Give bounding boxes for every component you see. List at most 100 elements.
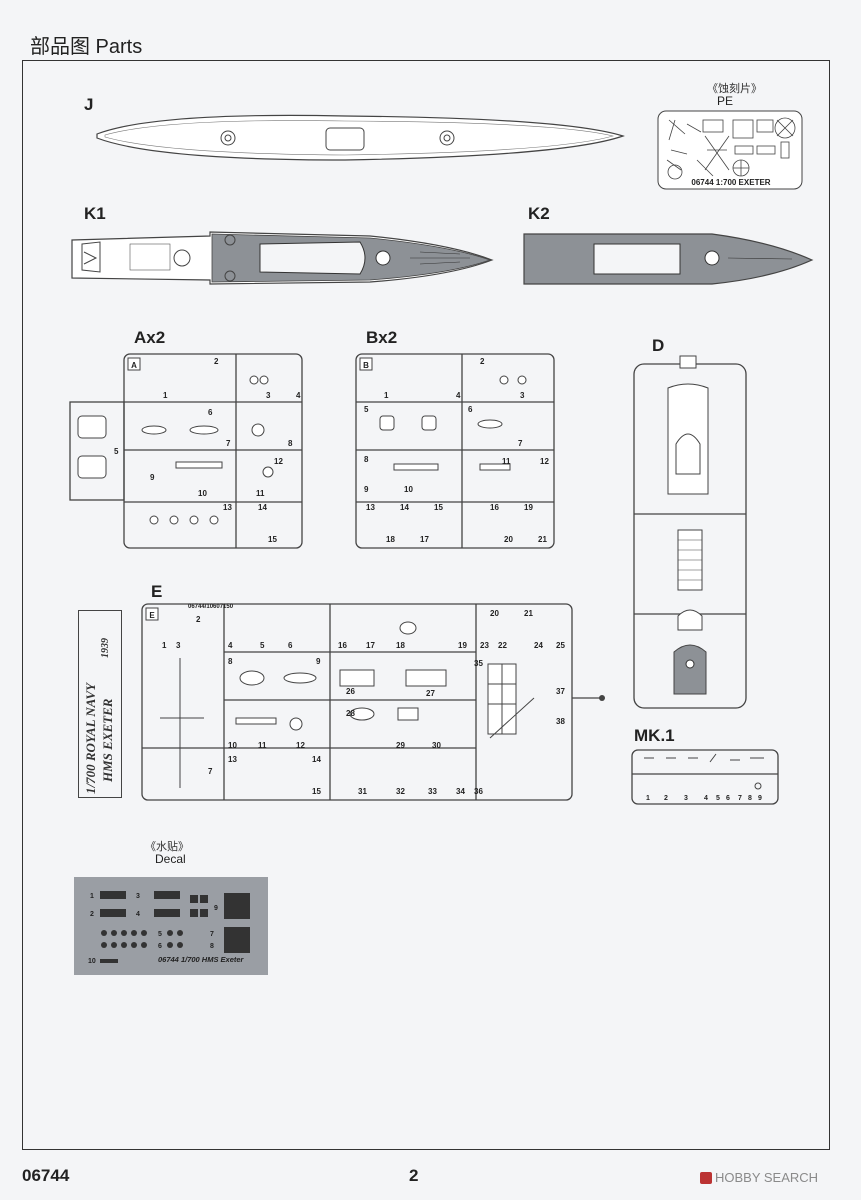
sprue-e-num-35: 35 xyxy=(474,659,483,668)
sprue-a-num-7: 7 xyxy=(226,439,231,448)
watermark: HOBBY SEARCH xyxy=(700,1170,818,1185)
sprue-b-num-14: 14 xyxy=(400,503,409,512)
sprue-b-num-21: 21 xyxy=(538,535,547,544)
sprue-a-num-2: 2 xyxy=(214,357,219,366)
sprue-b-num-15: 15 xyxy=(434,503,443,512)
sprue-e-num-22: 22 xyxy=(498,641,507,650)
mk1-num-1: 1 xyxy=(646,795,650,802)
part-j-hull xyxy=(96,114,625,161)
sprue-a-num-5: 5 xyxy=(114,447,119,456)
sprue-a-num-14: 14 xyxy=(258,503,267,512)
sprue-e-num-15: 15 xyxy=(312,787,321,796)
pe-label-cn: 《蚀刻片》 xyxy=(707,83,762,95)
sprue-a-num-9: 9 xyxy=(150,473,155,482)
part-mk1-label: MK.1 xyxy=(634,726,675,745)
mk1-num-3: 3 xyxy=(684,795,688,802)
e-logo-line1: 1/700 ROYAL NAVY xyxy=(83,683,98,794)
sprue-e-num-36: 36 xyxy=(474,787,483,796)
sprue-e-num-1: 1 xyxy=(162,641,167,650)
mk1-num-6: 6 xyxy=(726,795,730,802)
e-logo-year: 1939 xyxy=(100,638,111,658)
sprue-a-num-8: 8 xyxy=(288,439,293,448)
part-e-label: E xyxy=(151,582,163,601)
sprue-b-num-17: 17 xyxy=(420,535,429,544)
sprue-e-num-19: 19 xyxy=(458,641,467,650)
pe-label: PE xyxy=(717,94,734,108)
mk1-num-8: 8 xyxy=(748,795,752,802)
sprue-e-num-17: 17 xyxy=(366,641,375,650)
sprue-e-num-38: 38 xyxy=(556,717,565,726)
sprue-e-num-28: 28 xyxy=(346,709,355,718)
sprue-e-num-27: 27 xyxy=(426,689,435,698)
sprue-e-num-24: 24 xyxy=(534,641,543,650)
sprue-e-num-21: 21 xyxy=(524,609,533,618)
sprue-b-num-10: 10 xyxy=(404,485,413,494)
sprue-b-num-2: 2 xyxy=(480,357,485,366)
sprue-e-num-7: 7 xyxy=(208,767,213,776)
mk1-num-2: 2 xyxy=(664,795,668,802)
decal-num-7: 7 xyxy=(210,931,214,938)
sprue-b-num-7: 7 xyxy=(518,439,523,448)
e-logo-line2: HMS EXETER xyxy=(100,698,115,782)
sprue-e-num-16: 16 xyxy=(338,641,347,650)
sprue-d xyxy=(633,355,747,709)
sprue-b-num-11: 11 xyxy=(502,457,511,466)
sprue-e-num-25: 25 xyxy=(556,641,565,650)
decal-num-9: 9 xyxy=(214,905,218,912)
sprue-e-num-2: 2 xyxy=(196,615,201,624)
part-j-label: J xyxy=(84,95,94,114)
decal-label: Decal xyxy=(155,852,186,866)
hobby-search-logo-icon xyxy=(700,1171,712,1184)
sprue-e-num-4: 4 xyxy=(228,641,233,650)
part-a-label: Ax2 xyxy=(134,328,166,347)
sprue-a-num-15: 15 xyxy=(268,535,277,544)
sprue-a-num-11: 11 xyxy=(256,489,265,498)
sprue-b: B 1 2 3 4 5 6 7 8 9 10 11 12 13 14 15 16… xyxy=(355,353,555,549)
sprue-e-num-30: 30 xyxy=(432,741,441,750)
sprue-e-num-3: 3 xyxy=(176,641,181,650)
sprue-e-num-11: 11 xyxy=(258,741,267,750)
sprue-e-num-33: 33 xyxy=(428,787,437,796)
pe-fret: 06744 1:700 EXETER xyxy=(657,110,803,190)
sprue-b-num-16: 16 xyxy=(490,503,499,512)
sprue-a-num-12: 12 xyxy=(274,457,283,466)
part-k1-deck xyxy=(71,231,494,285)
sprue-e-num-18: 18 xyxy=(396,641,405,650)
sprue-e-num-37: 37 xyxy=(556,687,565,696)
sprue-b-num-13: 13 xyxy=(366,503,375,512)
sprue-a-tag: A xyxy=(131,361,137,370)
sprue-b-num-3: 3 xyxy=(520,391,525,400)
sprue-a: A 1 2 3 4 5 6 7 8 9 10 11 12 13 14 15 xyxy=(69,353,303,549)
pe-caption: 06744 1:700 EXETER xyxy=(691,178,770,187)
product-code: 06744 xyxy=(22,1166,70,1185)
parts-frame xyxy=(22,60,830,1150)
sprue-b-num-18: 18 xyxy=(386,535,395,544)
sprue-b-num-4: 4 xyxy=(456,391,461,400)
sprue-e: E 06744/10607150 1 2 3 4 5 6 7 8 9 10 11… xyxy=(141,603,605,801)
decal-num-1: 1 xyxy=(90,893,94,900)
decal-num-4: 4 xyxy=(136,911,140,918)
sprue-b-num-12: 12 xyxy=(540,457,549,466)
sprue-e-num-29: 29 xyxy=(396,741,405,750)
mk1-num-4: 4 xyxy=(704,795,708,802)
sprue-b-num-19: 19 xyxy=(524,503,533,512)
sprue-a-num-4: 4 xyxy=(296,391,301,400)
sprue-e-num-20: 20 xyxy=(490,609,499,618)
part-k2-deck xyxy=(523,233,814,285)
sprue-e-num-6: 6 xyxy=(288,641,293,650)
decal-label-cn: 《水贴》 xyxy=(145,841,189,853)
decal-marks: 1 2 3 4 5 6 7 8 9 10 xyxy=(88,891,250,965)
sprue-b-num-5: 5 xyxy=(364,405,369,414)
part-k2-label: K2 xyxy=(528,204,550,223)
sprue-b-tag: B xyxy=(363,361,369,370)
decal-num-10: 10 xyxy=(88,958,96,965)
sprue-e-num-34: 34 xyxy=(456,787,465,796)
sprue-e-num-23: 23 xyxy=(480,641,489,650)
sprue-b-num-20: 20 xyxy=(504,535,513,544)
sprue-e-num-5: 5 xyxy=(260,641,265,650)
sprue-e-num-26: 26 xyxy=(346,687,355,696)
sprue-e-code: 06744/10607150 xyxy=(188,604,234,610)
decal-num-2: 2 xyxy=(90,911,94,918)
sprue-b-num-8: 8 xyxy=(364,455,369,464)
sprue-b-num-1: 1 xyxy=(384,391,389,400)
